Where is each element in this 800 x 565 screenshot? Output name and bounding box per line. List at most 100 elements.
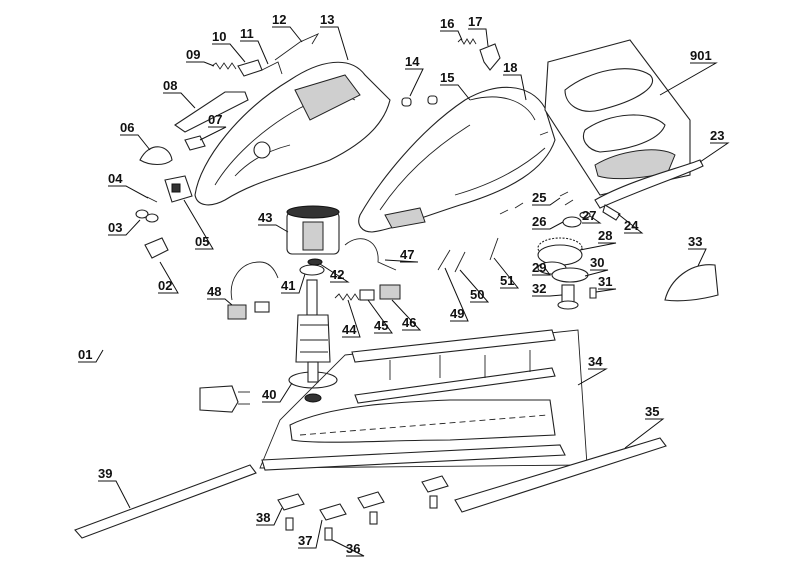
svg-text:41: 41 <box>281 278 295 293</box>
svg-text:43: 43 <box>258 210 272 225</box>
housing-screws <box>499 131 574 215</box>
housing-right-half <box>358 86 556 233</box>
callout-13: 13 <box>320 12 349 61</box>
washer-42 <box>307 258 323 266</box>
svg-text:28: 28 <box>598 228 612 243</box>
blade-assembly <box>259 329 588 471</box>
motor-magnet <box>286 205 340 255</box>
svg-text:48: 48 <box>207 284 221 299</box>
callout-45: 45 <box>367 299 393 334</box>
nuts-and-bolts <box>277 475 449 541</box>
clip-pin <box>602 204 621 221</box>
svg-text:25: 25 <box>532 190 546 205</box>
drive-gear <box>537 237 583 266</box>
callout-32: 32 <box>532 281 563 297</box>
svg-text:29: 29 <box>532 260 546 275</box>
callout-49: 49 <box>444 267 469 322</box>
contact-spring <box>261 61 283 75</box>
switch-block <box>164 175 193 203</box>
svg-text:39: 39 <box>98 466 112 481</box>
callout-29: 29 <box>532 260 551 276</box>
callout-28: 28 <box>579 228 617 251</box>
pin-31 <box>589 287 597 299</box>
svg-text:901: 901 <box>690 48 712 63</box>
svg-text:17: 17 <box>468 14 482 29</box>
callout-07: 07 <box>199 112 227 141</box>
callout-34: 34 <box>577 354 608 386</box>
callout-10: 10 <box>212 29 246 63</box>
latch <box>237 59 263 77</box>
blade-bolts <box>389 350 531 380</box>
handle-assembly-box <box>544 39 691 196</box>
svg-text:15: 15 <box>440 70 454 85</box>
svg-text:06: 06 <box>120 120 134 135</box>
brush-holder-48-a <box>227 304 247 320</box>
svg-text:18: 18 <box>503 60 517 75</box>
svg-text:49: 49 <box>450 306 464 321</box>
callout-43: 43 <box>258 210 289 233</box>
svg-text:50: 50 <box>470 287 484 302</box>
callout-27: 27 <box>582 208 602 224</box>
gear-shaft <box>557 284 579 310</box>
svg-text:02: 02 <box>158 278 172 293</box>
callout-16: 16 <box>440 16 463 41</box>
callout-06: 06 <box>120 120 151 151</box>
callout-08: 08 <box>163 78 196 109</box>
svg-text:32: 32 <box>532 281 546 296</box>
callout-17: 17 <box>468 14 489 47</box>
svg-text:08: 08 <box>163 78 177 93</box>
wire-48 <box>230 261 279 301</box>
callout-42: 42 <box>319 263 350 283</box>
callout-33: 33 <box>688 234 707 267</box>
callout-03: 03 <box>108 219 141 236</box>
bushings <box>401 95 438 107</box>
callout-23: 23 <box>699 128 730 163</box>
wire-47 <box>344 238 397 271</box>
svg-text:40: 40 <box>262 387 276 402</box>
svg-text:44: 44 <box>342 322 357 337</box>
svg-text:31: 31 <box>598 274 612 289</box>
svg-text:07: 07 <box>208 112 222 127</box>
svg-text:09: 09 <box>186 47 200 62</box>
brush-holder-46 <box>379 284 401 300</box>
callout-25: 25 <box>532 190 561 206</box>
washer-27 <box>579 211 591 219</box>
bearing-41 <box>299 264 325 276</box>
svg-text:47: 47 <box>400 247 414 262</box>
callout-48: 48 <box>207 284 233 306</box>
svg-text:16: 16 <box>440 16 454 31</box>
callout-39: 39 <box>98 466 131 509</box>
svg-text:14: 14 <box>405 54 420 69</box>
housing-left-half <box>194 61 391 206</box>
callout-901: 901 <box>659 48 718 96</box>
svg-text:30: 30 <box>590 255 604 270</box>
svg-text:34: 34 <box>588 354 603 369</box>
callout-14: 14 <box>405 54 424 97</box>
blade-guard <box>454 437 667 513</box>
pins <box>437 237 499 273</box>
trigger-lever <box>174 91 249 133</box>
callout-35: 35 <box>624 404 665 449</box>
callout-15: 15 <box>440 70 471 101</box>
armature <box>288 279 338 403</box>
callout-38: 38 <box>256 507 283 526</box>
callout-44: 44 <box>342 299 361 338</box>
callout-47: 47 <box>384 247 419 263</box>
power-cord <box>97 237 250 413</box>
svg-text:26: 26 <box>532 214 546 229</box>
callout-37: 37 <box>298 519 323 549</box>
callout-18: 18 <box>503 60 527 101</box>
svg-text:12: 12 <box>272 12 286 27</box>
wire-rod <box>274 33 320 61</box>
svg-text:37: 37 <box>298 533 312 548</box>
callout-11: 11 <box>240 26 269 65</box>
callout-12: 12 <box>272 12 303 43</box>
side-cover <box>139 146 173 166</box>
svg-text:04: 04 <box>108 171 123 186</box>
svg-text:03: 03 <box>108 220 122 235</box>
callout-40: 40 <box>262 382 293 403</box>
callout-05: 05 <box>183 199 214 250</box>
callout-26: 26 <box>532 214 564 230</box>
